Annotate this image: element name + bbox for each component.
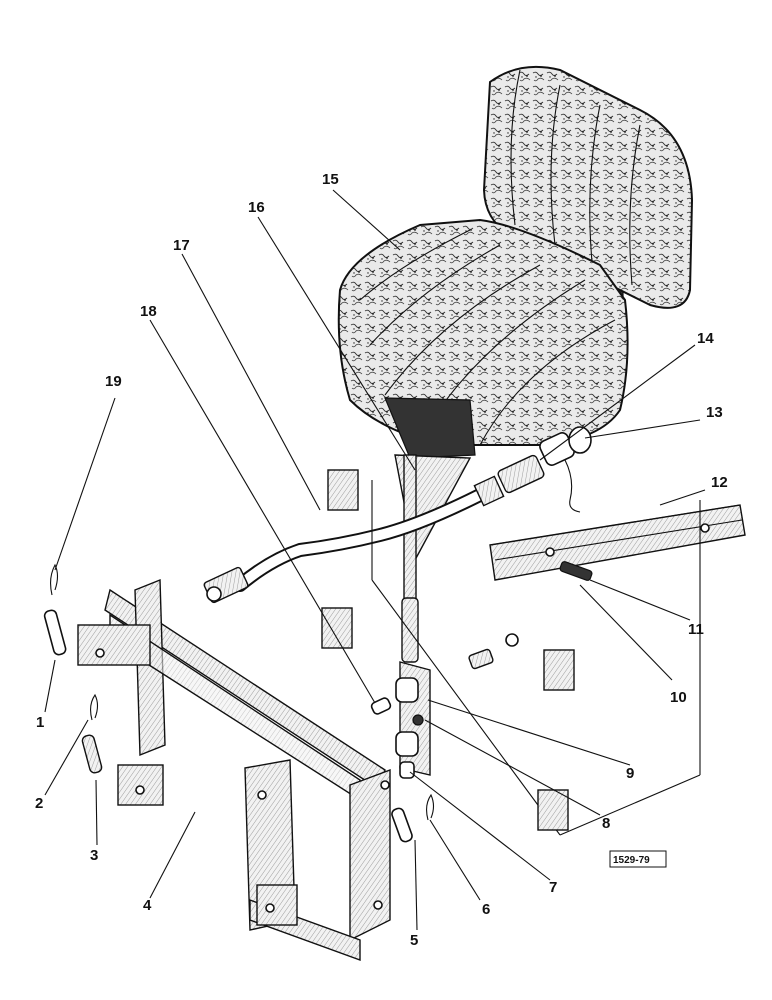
- mounting-bracket: [489, 504, 746, 581]
- callout-labels: 1 2 3 4 5 6 7 8 9 10 11 12 13 14 15 16 1…: [35, 171, 728, 949]
- callout-16: 16: [248, 199, 265, 216]
- main-frame: [77, 578, 391, 961]
- callout-10: 10: [670, 689, 687, 706]
- callout-19: 19: [105, 373, 122, 390]
- leader-lines: [44, 189, 706, 931]
- callout-12: 12: [711, 474, 728, 491]
- hinge-plate: [395, 661, 431, 776]
- seat-cushion: [337, 218, 629, 446]
- callout-6: 6: [482, 901, 490, 918]
- hydraulic-hose: [203, 488, 487, 604]
- callout-13: 13: [706, 404, 723, 421]
- callout-11: 11: [688, 621, 704, 638]
- callout-7: 7: [549, 879, 557, 896]
- callout-9: 9: [626, 765, 634, 782]
- drawing-code: 1529-79: [613, 855, 650, 866]
- callout-8: 8: [602, 815, 610, 832]
- callout-1: 1: [36, 714, 44, 731]
- mounting-plate: [321, 469, 701, 836]
- callout-18: 18: [140, 303, 157, 320]
- pins: [43, 563, 435, 843]
- quick-coupler: [473, 426, 592, 513]
- callout-2: 2: [35, 795, 43, 812]
- callout-14: 14: [697, 330, 714, 347]
- callout-4: 4: [143, 897, 152, 914]
- callout-3: 3: [90, 847, 98, 864]
- seat-support-post: [384, 397, 476, 663]
- callout-17: 17: [173, 237, 190, 254]
- drawing-code-box: 1529-79: [609, 850, 667, 868]
- callout-5: 5: [410, 932, 418, 949]
- callout-15: 15: [322, 171, 339, 188]
